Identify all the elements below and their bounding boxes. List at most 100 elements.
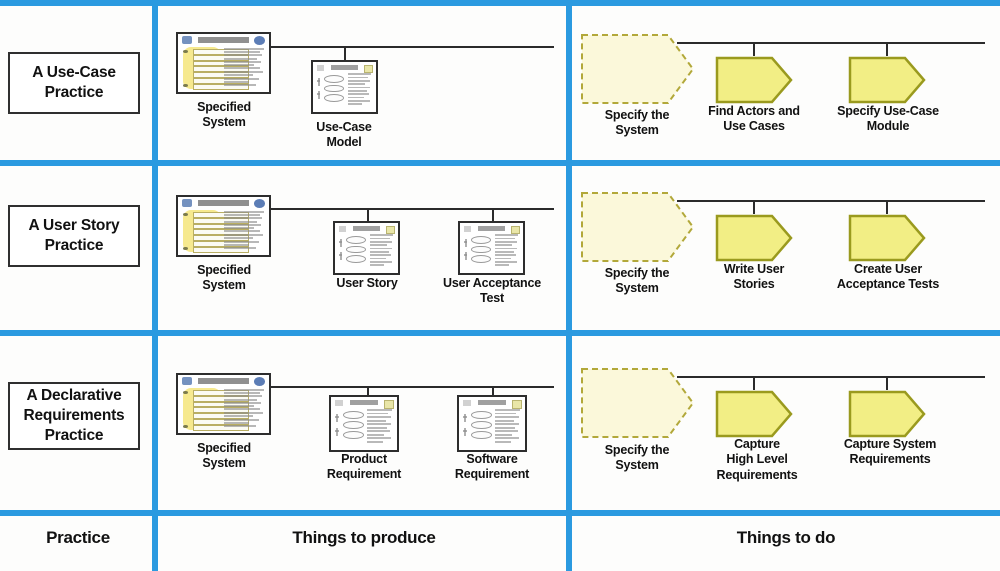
slide-bullet <box>183 49 188 53</box>
activity-arrow <box>848 214 926 262</box>
activity-arrow <box>848 56 926 104</box>
doc-diagram <box>463 234 493 269</box>
artifact-thumbnail-document <box>329 395 399 452</box>
activity-arrow-ghost <box>580 191 695 263</box>
divider-top <box>0 0 1000 6</box>
artifact-thumbnail-document <box>311 60 378 114</box>
slide-title-bar <box>198 377 249 385</box>
slide-chip <box>192 419 250 425</box>
slide-chip <box>192 407 250 414</box>
artifact-thumbnail-document <box>457 395 527 452</box>
slide-bullet <box>183 390 188 394</box>
practice-label-line: A User Story <box>28 217 120 235</box>
activity-caption: Specify the System <box>578 443 696 474</box>
practice-box-user-story: A User Story Practice <box>8 205 140 267</box>
footer-label-practice: Practice <box>46 528 110 547</box>
artifact-caption: Specified System <box>168 441 280 471</box>
practice-box-declarative-requirements: A Declarative Requirements Practice <box>8 382 140 450</box>
slide-chip <box>192 424 250 431</box>
activity-arrow <box>715 390 793 438</box>
connector-line <box>677 200 985 202</box>
connector-line <box>271 208 554 210</box>
artifact-caption: Use-Case Model <box>288 120 400 150</box>
slide-bullet <box>183 424 188 428</box>
divider-footer <box>0 510 1000 516</box>
connector-line <box>271 386 554 388</box>
connector-stub <box>753 42 755 56</box>
slide-badge-right-icon <box>253 35 266 45</box>
doc-text-block <box>347 72 373 109</box>
connector-stub <box>753 200 755 214</box>
caption-line: System <box>202 278 246 292</box>
caption-line: Acceptance Tests <box>836 277 940 292</box>
slide-text-block <box>223 388 266 430</box>
slide-chip <box>192 78 250 84</box>
artifact-caption: Specified System <box>168 100 280 130</box>
caption-line: Requirements <box>716 467 798 482</box>
caption-line: Requirements <box>849 452 931 467</box>
connector-stub <box>367 208 369 221</box>
slide-chip <box>192 229 250 236</box>
caption-line: Software <box>466 452 518 466</box>
slide-bullet <box>183 246 188 250</box>
slide-chip <box>192 83 250 90</box>
caption-line: System <box>615 123 659 138</box>
artifact-caption: Software Requirement <box>432 452 552 482</box>
caption-line: User Story <box>336 276 398 290</box>
caption-line: System <box>202 115 246 129</box>
divider-column-produce <box>566 0 572 571</box>
slide-chip <box>192 401 250 408</box>
doc-corner-mark <box>510 226 521 234</box>
caption-line: Specified <box>197 100 251 114</box>
caption-line: User Acceptance <box>443 276 541 290</box>
doc-corner-mark <box>385 226 396 234</box>
caption-line: High Level <box>726 452 788 467</box>
slide-badge-left-icon <box>181 36 192 44</box>
caption-line: Use-Case <box>316 120 372 134</box>
caption-line: Requirement <box>454 467 530 481</box>
connector-stub <box>886 376 888 390</box>
artifact-caption: User Acceptance Test <box>428 276 556 306</box>
practice-label-line: Requirements <box>23 407 125 425</box>
practice-label-line: A Declarative <box>26 387 122 405</box>
activity-arrow <box>715 214 793 262</box>
artifact-thumbnail-document <box>333 221 400 275</box>
caption-line: System <box>202 456 246 470</box>
caption-line: Specify the <box>604 443 670 457</box>
connector-line <box>677 376 985 378</box>
caption-line: Requirement <box>326 467 402 481</box>
doc-text-block <box>369 233 395 270</box>
footer-label-things-to-produce: Things to produce <box>292 528 436 547</box>
caption-line: Create User <box>854 262 922 276</box>
slide-chip <box>192 60 250 67</box>
practice-box-use-case: A Use-Case Practice <box>8 52 140 114</box>
activity-caption: Capture High Level Requirements <box>700 437 814 483</box>
activity-caption: Specify Use-Case Module <box>826 104 950 135</box>
connector-stub <box>753 376 755 390</box>
doc-text-block <box>495 408 521 447</box>
connector-line <box>677 42 985 44</box>
slide-chip <box>192 246 250 253</box>
activity-arrow <box>715 56 793 104</box>
doc-corner-mark <box>384 400 395 409</box>
doc-corner-mark <box>363 65 374 73</box>
caption-line: Specify Use-Case <box>837 104 939 118</box>
doc-diagram <box>462 409 493 446</box>
doc-text-block <box>367 408 393 447</box>
connector-stub <box>886 200 888 214</box>
artifact-thumbnail-specified-system <box>176 32 271 94</box>
caption-line: Test <box>480 291 504 305</box>
activity-arrow-ghost <box>580 33 695 105</box>
slide-text-block <box>223 210 266 252</box>
connector-stub <box>492 208 494 221</box>
doc-diagram <box>334 409 365 446</box>
caption-line: Capture System <box>843 437 937 451</box>
caption-line: Module <box>866 119 910 134</box>
connector-stub <box>367 386 369 399</box>
activity-arrow-ghost <box>580 367 695 439</box>
slide-text-block <box>223 47 266 89</box>
doc-corner-mark <box>512 400 523 409</box>
slide-bullet <box>183 83 188 87</box>
artifact-caption: Specified System <box>168 263 280 293</box>
artifact-thumbnail-specified-system <box>176 373 271 435</box>
